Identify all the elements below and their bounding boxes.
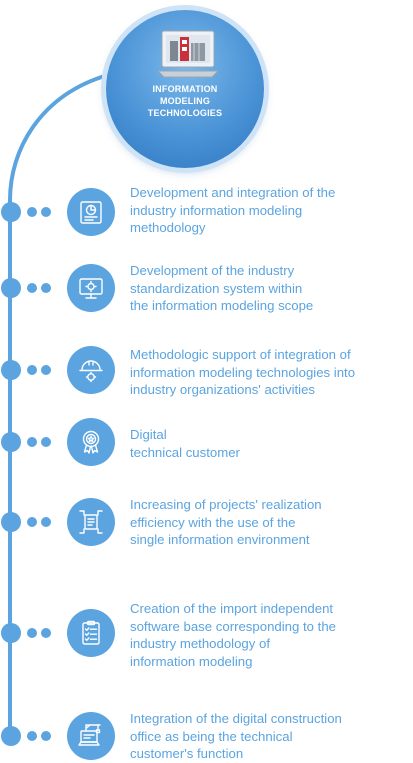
item-icon-badge [67, 188, 115, 236]
item-icon-badge [67, 498, 115, 546]
award-medal-icon [82, 430, 100, 454]
construction-laptop-icon [158, 30, 218, 78]
checklist-icon [82, 620, 100, 645]
hero-title: INFORMATION MODELING TECHNOLOGIES [147, 84, 223, 118]
item-icon-badge [67, 264, 115, 312]
item-text: Creation of the import independent softw… [130, 601, 336, 669]
timeline-node [1, 278, 21, 298]
computer-crane-icon [78, 724, 101, 746]
timeline-node [1, 623, 21, 643]
item-text: Development and integration of the indus… [130, 185, 336, 235]
connector-dot [41, 437, 51, 447]
item-icon-badge [67, 609, 115, 657]
connector-dot [41, 517, 51, 527]
item-text: Development of the industry standardizat… [130, 263, 314, 313]
connector-dot [41, 207, 51, 217]
connector-dot [27, 365, 37, 375]
item-icon-badge [67, 418, 115, 466]
item-icon-badge [67, 346, 115, 394]
item-icon-badge [67, 712, 115, 760]
connector-dot [27, 283, 37, 293]
item-text: Digital technical customer [130, 427, 240, 460]
connector-dot [41, 283, 51, 293]
item-text: Methodologic support of integration of i… [130, 347, 356, 397]
timeline-node [1, 202, 21, 222]
chart-clipboard-icon [80, 201, 102, 224]
monitor-gear-icon [79, 278, 103, 299]
timeline-node [1, 726, 21, 746]
connector-dot [27, 731, 37, 741]
item-text: Integration of the digital construction … [130, 711, 342, 761]
connector-dot [41, 731, 51, 741]
item-text: Increasing of projects' realization effi… [130, 497, 322, 547]
connector-dot [27, 437, 37, 447]
timeline-node [1, 360, 21, 380]
connector-dot [27, 517, 37, 527]
hard-hat-gear-icon [79, 360, 103, 383]
timeline-node [1, 432, 21, 452]
hero-circle: INFORMATION MODELING TECHNOLOGIES [106, 10, 264, 168]
timeline-node [1, 512, 21, 532]
document-network-icon [79, 510, 103, 534]
connector-dot [41, 365, 51, 375]
connector-dot [27, 207, 37, 217]
connector-dot [27, 628, 37, 638]
connector-dot [41, 628, 51, 638]
